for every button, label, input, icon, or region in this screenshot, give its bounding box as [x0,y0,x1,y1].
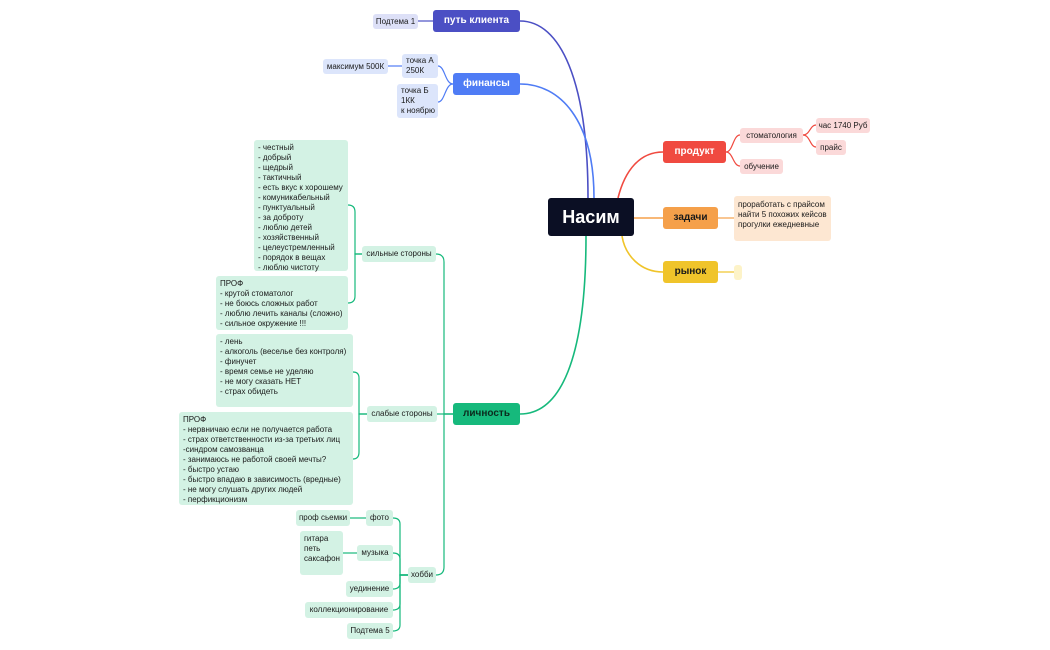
topic-lichnost[interactable]: личность [453,403,520,425]
hour-price-node[interactable]: час 1740 Руб [816,118,870,133]
connector-stomatologia [725,134,741,153]
hobby-subtopic5[interactable]: Подтема 5 [347,623,393,639]
hobby-muzyka[interactable]: музыка [357,545,393,561]
connector-strengths [435,253,453,415]
point-a-note[interactable]: максимум 500К [323,59,388,74]
topic-finansy[interactable]: финансы [453,73,520,95]
hobby-foto[interactable]: фото [366,510,393,526]
connector-subtopic5 [392,574,408,632]
root-node[interactable]: Насим [548,198,634,236]
strengths-node[interactable]: сильные стороны [362,246,436,262]
connector-weak-personal [352,371,367,415]
connector-weak-prof [352,413,367,460]
connector-point-a [437,65,454,85]
price-node[interactable]: прайс [816,140,846,155]
point-b[interactable]: точка Б 1КК к ноябрю [397,84,438,118]
connector-put-klienta [519,20,589,199]
connector-produkt [617,151,664,199]
subtopic-1[interactable]: Подтема 1 [373,14,418,29]
weaknesses-personal[interactable]: - лень - алкоголь (веселье без контроля)… [216,334,353,407]
topic-zadachi[interactable]: задачи [663,207,718,229]
stomatologia-node[interactable]: стоматология [740,128,803,143]
connector-finansy [519,83,595,199]
weaknesses-node[interactable]: слабые стороны [367,406,437,422]
connector-strengths-prof [347,253,362,304]
zadachi-items[interactable]: проработать с прайсом найти 5 похожих ке… [734,196,831,241]
weaknesses-prof[interactable]: ПРОФ - нервничаю если не получается рабо… [179,412,353,505]
connector-rynok [621,235,664,273]
hobby-foto-detail[interactable]: проф сьемки [296,510,350,526]
topic-produkt[interactable]: продукт [663,141,726,163]
strengths-prof[interactable]: ПРОФ - крутой стоматолог - не боюсь слож… [216,276,348,330]
connector-obuchenie [725,151,741,167]
rynok-empty-node[interactable] [734,265,742,280]
point-a[interactable]: точка А 250К [402,54,438,78]
hobby-uedinenie[interactable]: уединение [346,581,393,597]
hobby-kollektsionirovanie[interactable]: коллекционирование [305,602,393,618]
connector-hobbies [435,413,453,576]
connector-lichnost [519,235,587,415]
connector-foto [392,517,408,576]
topic-put-klienta[interactable]: путь клиента [433,10,520,32]
topic-rynok[interactable]: рынок [663,261,718,283]
connector-point-b [437,83,454,103]
obuchenie-node[interactable]: обучение [740,159,783,174]
connector-strengths-personal [347,204,362,255]
connector-muzyka [392,552,408,576]
hobby-muzyka-detail[interactable]: гитара петь саксафон [300,531,343,575]
strengths-personal[interactable]: - честный - добрый - щедрый - тактичный … [254,140,348,272]
connector-price [802,134,817,148]
hobbies-node[interactable]: хобби [408,567,436,583]
connector-hour-price [802,124,817,136]
